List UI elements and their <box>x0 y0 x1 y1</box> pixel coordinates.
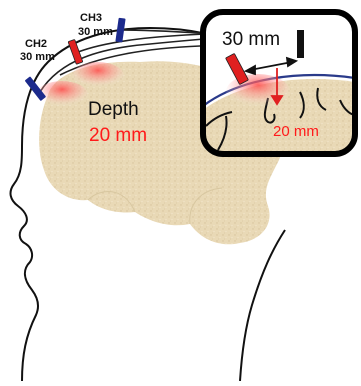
depth-value: 20 mm <box>89 125 147 146</box>
inset-detector-probe <box>297 30 304 58</box>
ch2-name-label: CH2 <box>25 38 47 50</box>
inset-light-path <box>226 74 290 110</box>
ch3-name-label: CH3 <box>80 12 102 24</box>
ch3-light-path <box>72 62 124 90</box>
ch3-distance-label: 30 mm <box>78 26 113 38</box>
ch2-distance-label: 30 mm <box>20 51 55 63</box>
inset-depth-label: 20 mm <box>273 123 319 140</box>
depth-label: Depth <box>88 99 139 120</box>
inset-distance-label: 30 mm <box>222 29 280 50</box>
inset-magnified-view: 30 mm 20 mm <box>203 12 355 160</box>
